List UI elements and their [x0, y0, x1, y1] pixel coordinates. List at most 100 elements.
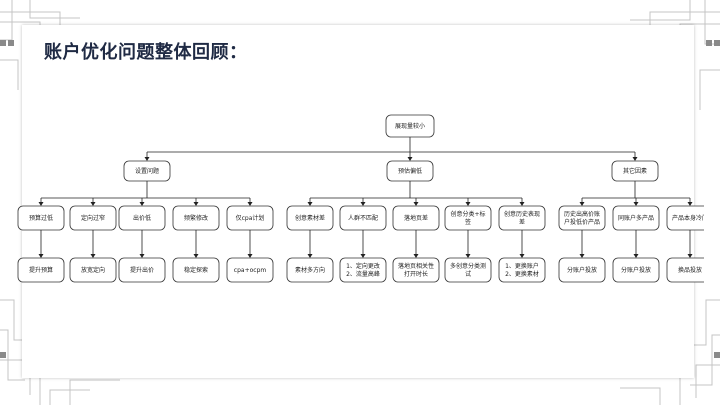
arrow-head	[139, 202, 145, 206]
arrow-head	[519, 254, 525, 258]
cause-node: 频繁修改	[172, 205, 220, 231]
solution-node-box	[392, 257, 440, 283]
solution-node-label: 放宽定向	[81, 266, 105, 274]
solution-node-label: 提升出价	[130, 266, 154, 274]
cause-node-label: 创意素材差	[295, 214, 325, 222]
solution-node: cpa+ocpm	[226, 257, 274, 283]
branch-node: 设置问题	[123, 160, 171, 182]
cause-node: 同账户多产品	[612, 205, 660, 231]
arrow-head	[38, 254, 44, 258]
page-title: 账户优化问题整体回顾：	[44, 42, 248, 63]
solution-node-box	[666, 257, 704, 283]
solution-node: 素材多方向	[286, 257, 334, 283]
solution-node-box	[17, 257, 65, 283]
solution-node: 换品投放	[666, 257, 704, 283]
arrow-head	[632, 157, 638, 161]
solution-node-box	[286, 257, 334, 283]
branch-node: 其它因素	[611, 160, 659, 182]
cause-node-label: 户投低价产品	[564, 218, 600, 226]
cause-node-label: 频繁修改	[184, 214, 208, 222]
cause-node: 仅cpa计划	[226, 205, 274, 231]
root-node: 展现量较小	[385, 114, 435, 138]
solution-node-label: 落地页相关性	[398, 262, 434, 270]
arrow-head	[465, 202, 471, 206]
arrow-head	[307, 202, 313, 206]
solution-node: 提升预算	[17, 257, 65, 283]
solution-node-label: 稳定探索	[184, 266, 208, 274]
arrow-head	[139, 254, 145, 258]
arrow-head	[579, 202, 585, 206]
solution-node: 稳定探索	[172, 257, 220, 283]
cause-node-label: 预算过低	[29, 214, 53, 222]
cause-node-label: 差	[519, 218, 525, 226]
solution-node-box	[612, 257, 660, 283]
root-node-box	[385, 114, 435, 138]
arrow-head	[193, 254, 199, 258]
arrow-head	[407, 157, 413, 161]
cause-node-label: 产品本身冷门	[672, 214, 704, 222]
solution-node: 放宽定向	[69, 257, 117, 283]
arrow-head	[579, 254, 585, 258]
solution-node-label: 2、更换素材	[505, 270, 539, 278]
arrow-head	[90, 254, 96, 258]
branch-node-label: 设置问题	[135, 167, 159, 175]
solution-node-label: cpa+ocpm	[234, 267, 267, 274]
cause-node-label: 签	[465, 218, 471, 226]
cause-node: 预算过低	[17, 205, 65, 231]
cause-node-label: 同账户多产品	[618, 214, 654, 222]
solution-node-label: 多创意分类测	[450, 262, 486, 270]
solution-node-box	[172, 257, 220, 283]
cause-node: 创意分类+标签	[444, 205, 492, 231]
solution-node: 分账户投放	[612, 257, 660, 283]
arrow-head	[465, 254, 471, 258]
solution-node-box	[226, 257, 274, 283]
solution-node-box	[69, 257, 117, 283]
solution-node-box	[339, 257, 387, 283]
cause-node: 定向过窄	[69, 205, 117, 231]
cause-node-label: 落地页差	[404, 214, 428, 222]
branch-node: 预估偏低	[386, 160, 434, 182]
cause-node: 出价低	[118, 205, 166, 231]
arrow-head	[247, 254, 253, 258]
arrow-head	[193, 202, 199, 206]
branch-node-label: 其它因素	[623, 167, 647, 175]
cause-node-label: 创意分类+标	[450, 210, 485, 218]
arrow-head	[413, 202, 419, 206]
cause-node-label: 历史出高价账	[564, 210, 600, 218]
arrow-head	[360, 254, 366, 258]
cause-node-label: 人群不匹配	[348, 214, 378, 222]
cause-node-label: 定向过窄	[81, 214, 105, 222]
arrow-head	[360, 202, 366, 206]
arrow-head	[307, 254, 313, 258]
cause-node-box	[498, 205, 546, 231]
solution-node-box	[558, 257, 606, 283]
solution-node-label: 分账户投放	[567, 266, 597, 274]
arrow-head	[519, 202, 525, 206]
solution-node-label: 素材多方向	[295, 266, 325, 274]
root-node-label: 展现量较小	[395, 122, 425, 130]
solution-node: 提升出价	[118, 257, 166, 283]
solution-node-label: 1、更换账户	[505, 262, 539, 270]
solution-node-label: 分账户投放	[621, 266, 651, 274]
cause-node: 落地页差	[392, 205, 440, 231]
arrow-head	[687, 202, 693, 206]
arrow-head	[247, 202, 253, 206]
cause-node: 人群不匹配	[339, 205, 387, 231]
arrow-head	[90, 202, 96, 206]
cause-node-box	[558, 205, 606, 231]
cause-node-label: 创意历史表现	[504, 210, 540, 218]
solution-node-label: 试	[465, 270, 471, 278]
solution-node-label: 1、定向更改	[346, 262, 380, 270]
cause-node-label: 仅cpa计划	[236, 214, 265, 222]
solution-node: 分账户投放	[558, 257, 606, 283]
arrow-head	[144, 157, 150, 161]
solution-node-label: 换品投放	[678, 266, 702, 274]
arrow-head	[633, 254, 639, 258]
cause-node-label: 出价低	[133, 214, 151, 222]
